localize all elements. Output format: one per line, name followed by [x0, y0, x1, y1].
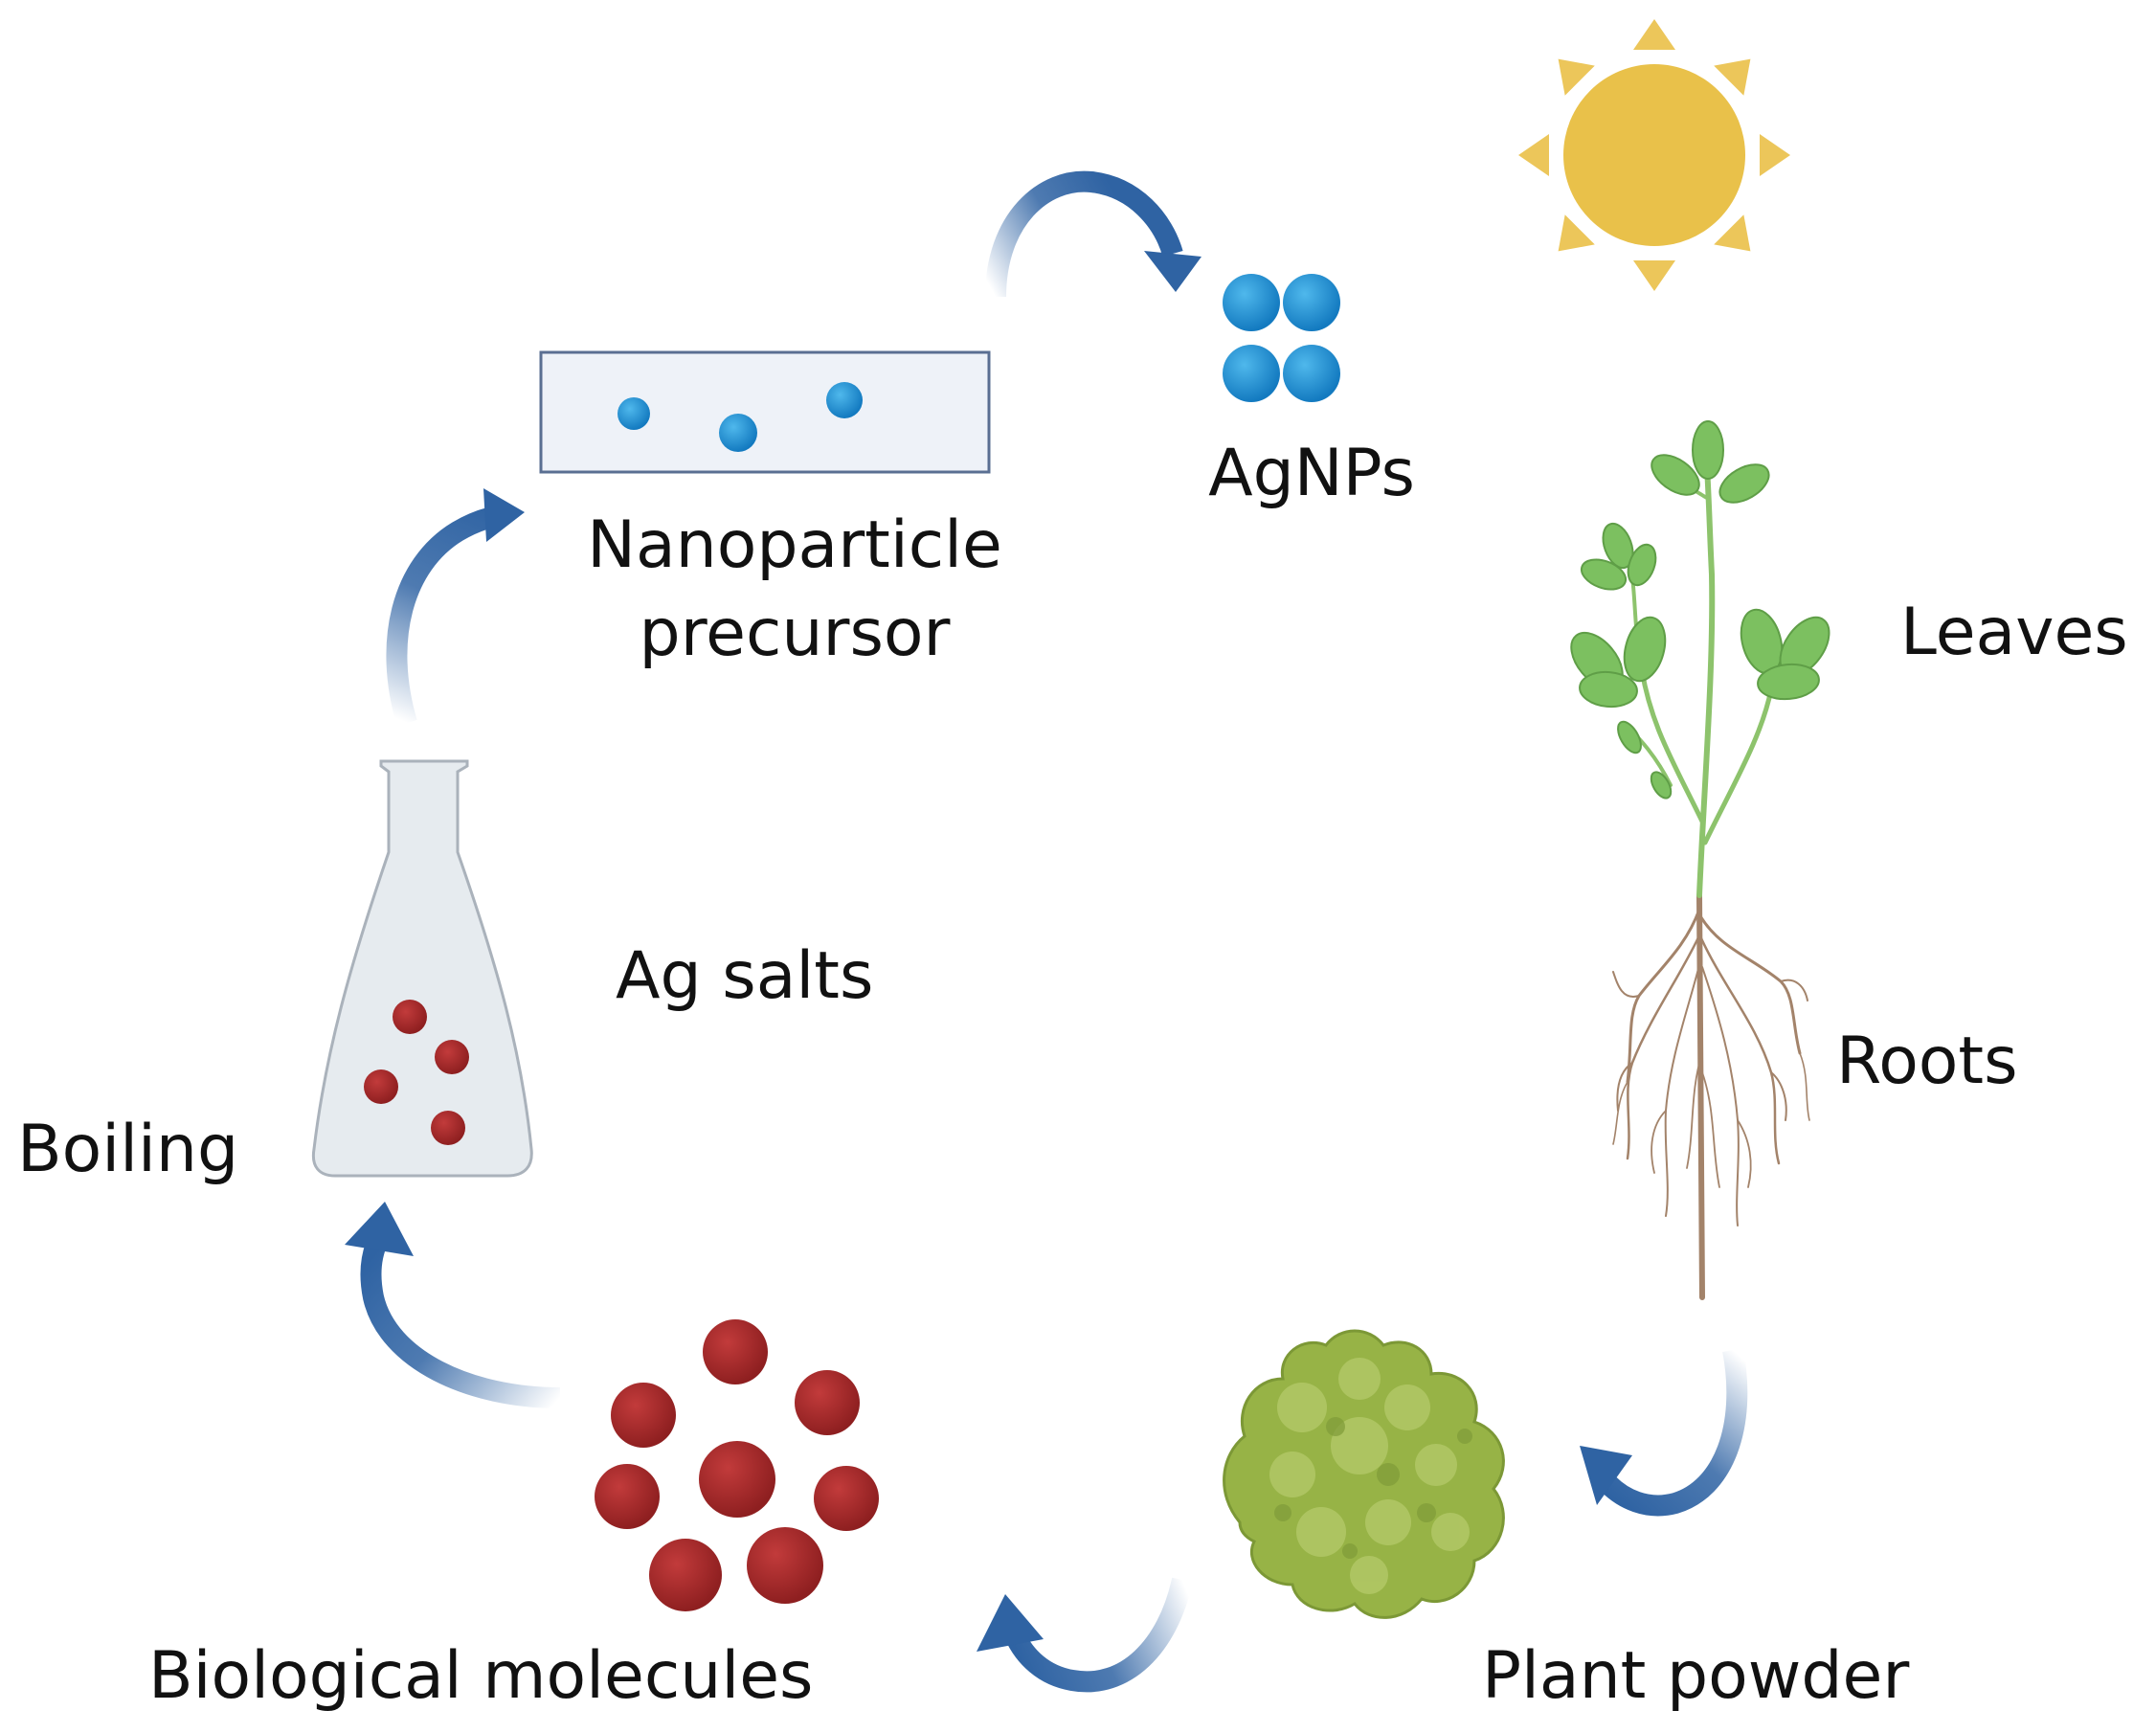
molecule-cluster-icon — [595, 1319, 879, 1611]
arrow-roots-to-powder — [1580, 1347, 1748, 1517]
precursor-slide — [539, 350, 991, 474]
nanoparticle-cluster-icon — [1223, 274, 1340, 402]
label-leaves: Leaves — [1900, 595, 2128, 670]
flask-icon — [311, 759, 533, 1178]
arrow-precursor-to-agnps — [985, 170, 1202, 298]
powder-icon — [1223, 1329, 1505, 1619]
label-agnps: AgNPs — [1208, 436, 1415, 511]
arrow-flask-to-precursor — [386, 488, 525, 727]
arrow-molecules-to-flask — [345, 1202, 561, 1408]
label-boiling: Boiling — [17, 1112, 238, 1187]
label-ag-salts: Ag salts — [616, 938, 873, 1014]
arrow-powder-to-molecules — [977, 1577, 1193, 1693]
sun-icon — [1518, 19, 1790, 291]
label-nanoparticle-precursor-line2: precursor — [640, 596, 951, 671]
label-biological-molecules: Biological molecules — [148, 1638, 813, 1714]
label-plant-powder: Plant powder — [1482, 1638, 1909, 1714]
label-roots: Roots — [1836, 1024, 2018, 1099]
plant-icon — [1570, 420, 1830, 1300]
label-nanoparticle-precursor-line1: Nanoparticle — [587, 507, 1002, 583]
